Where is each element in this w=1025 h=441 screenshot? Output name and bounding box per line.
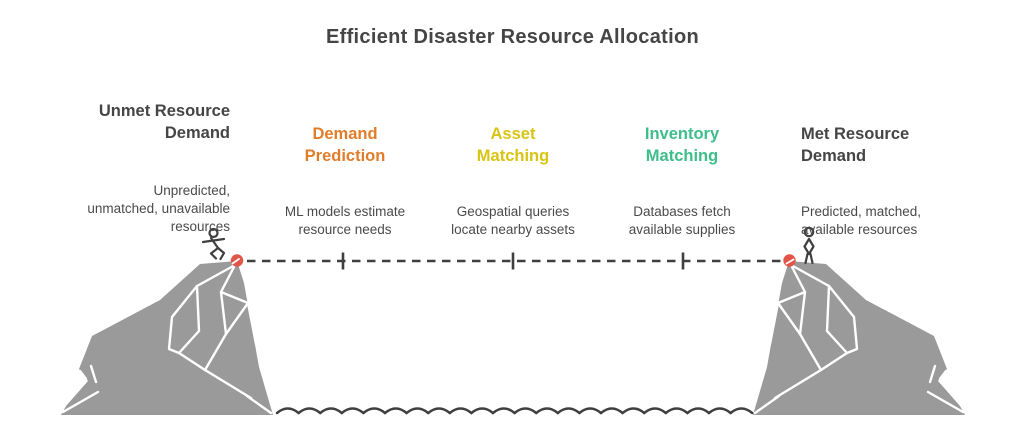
stage-inventory-matching: Inventory Matching Databases fetch avail… (597, 106, 767, 257)
demand-prediction-description: ML models estimate resource needs (284, 203, 406, 237)
stage-asset-matching: Asset Matching Geospatial queries locate… (428, 106, 598, 257)
inventory-matching-description: Databases fetch available supplies (628, 203, 736, 237)
left-cliff-icon (59, 259, 275, 417)
unmet-demand-description: Unpredicted, unmatched, unavailable reso… (87, 182, 230, 235)
stage-demand-prediction: Demand Prediction ML models estimate res… (260, 106, 430, 257)
bridge-dashed-line (247, 252, 781, 270)
asset-matching-description: Geospatial queries locate nearby assets (451, 203, 575, 237)
stage-unmet-resource-demand: Unmet Resource Demand Unpredicted, unmat… (44, 83, 230, 254)
water-wave-icon (275, 407, 754, 415)
demand-prediction-heading: Demand Prediction (304, 125, 386, 165)
met-demand-description: Predicted, matched, available resources (801, 203, 922, 237)
walking-person-icon (201, 227, 226, 261)
waypoint-dots (230, 254, 796, 267)
red-dot-right (783, 254, 796, 267)
unmet-demand-heading: Unmet Resource Demand (98, 102, 230, 142)
met-demand-heading: Met Resource Demand (801, 125, 910, 165)
standing-person-icon (803, 226, 815, 265)
stage-met-resource-demand: Met Resource Demand Predicted, matched, … (801, 106, 991, 257)
inventory-matching-heading: Inventory Matching (644, 125, 720, 165)
diagram-title: Efficient Disaster Resource Allocation (326, 26, 699, 48)
asset-matching-heading: Asset Matching (476, 125, 550, 165)
right-cliff-icon (751, 259, 967, 417)
